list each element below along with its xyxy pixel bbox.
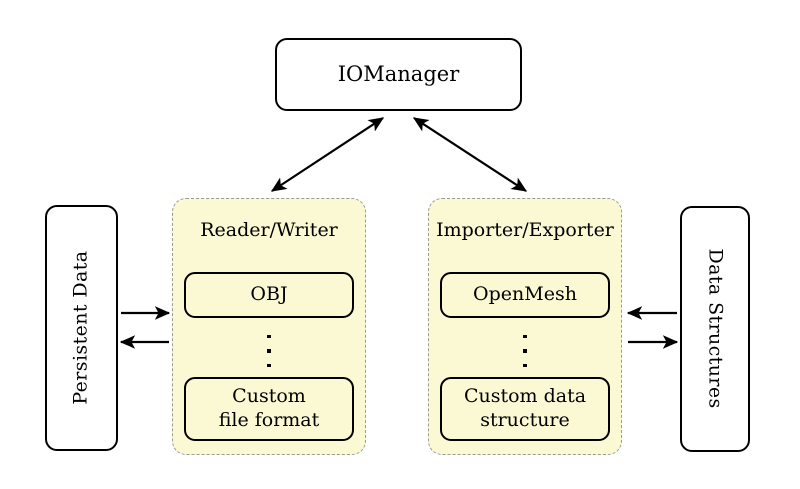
ellipsis-dot (523, 363, 527, 367)
arrow-iomanager-importerexporter (412, 117, 528, 192)
item-custom-file-format-line1: Custom (232, 385, 306, 408)
item-custom-data-structure-line1: Custom data (463, 385, 587, 408)
arrow-iomanager-readerwriter (270, 117, 385, 192)
group-reader-writer[interactable]: Reader/Writer OBJ Custom file format (172, 198, 366, 455)
node-data-structures[interactable]: Data Structures (680, 206, 750, 452)
item-openmesh-label: OpenMesh (473, 283, 577, 306)
ellipsis-dot (267, 335, 271, 339)
ellipsis-dot (523, 335, 527, 339)
node-data-structures-label: Data Structures (704, 248, 727, 410)
item-custom-file-format[interactable]: Custom file format (184, 377, 354, 441)
ellipsis-reader-writer (173, 332, 365, 370)
node-persistent-data-label: Persistent Data (69, 250, 92, 406)
ellipsis-dot (267, 363, 271, 367)
node-persistent-data[interactable]: Persistent Data (45, 205, 118, 451)
item-obj-label: OBJ (250, 283, 288, 306)
item-openmesh[interactable]: OpenMesh (440, 272, 610, 318)
ellipsis-importer-exporter (429, 332, 621, 370)
ellipsis-dot (267, 349, 271, 353)
item-custom-data-structure-line2: structure (480, 409, 570, 431)
node-iomanager-label: IOManager (337, 61, 460, 86)
group-importer-exporter[interactable]: Importer/Exporter OpenMesh Custom data s… (428, 198, 622, 455)
group-reader-writer-title: Reader/Writer (200, 219, 338, 241)
item-obj[interactable]: OBJ (184, 272, 354, 318)
item-custom-file-format-label: Custom file format (219, 385, 320, 433)
item-custom-data-structure-label: Custom data structure (464, 385, 586, 433)
item-custom-file-format-line2: file format (218, 409, 320, 431)
ellipsis-dot (523, 349, 527, 353)
node-iomanager[interactable]: IOManager (275, 38, 522, 111)
group-importer-exporter-title: Importer/Exporter (436, 219, 614, 241)
item-custom-data-structure[interactable]: Custom data structure (440, 377, 610, 441)
